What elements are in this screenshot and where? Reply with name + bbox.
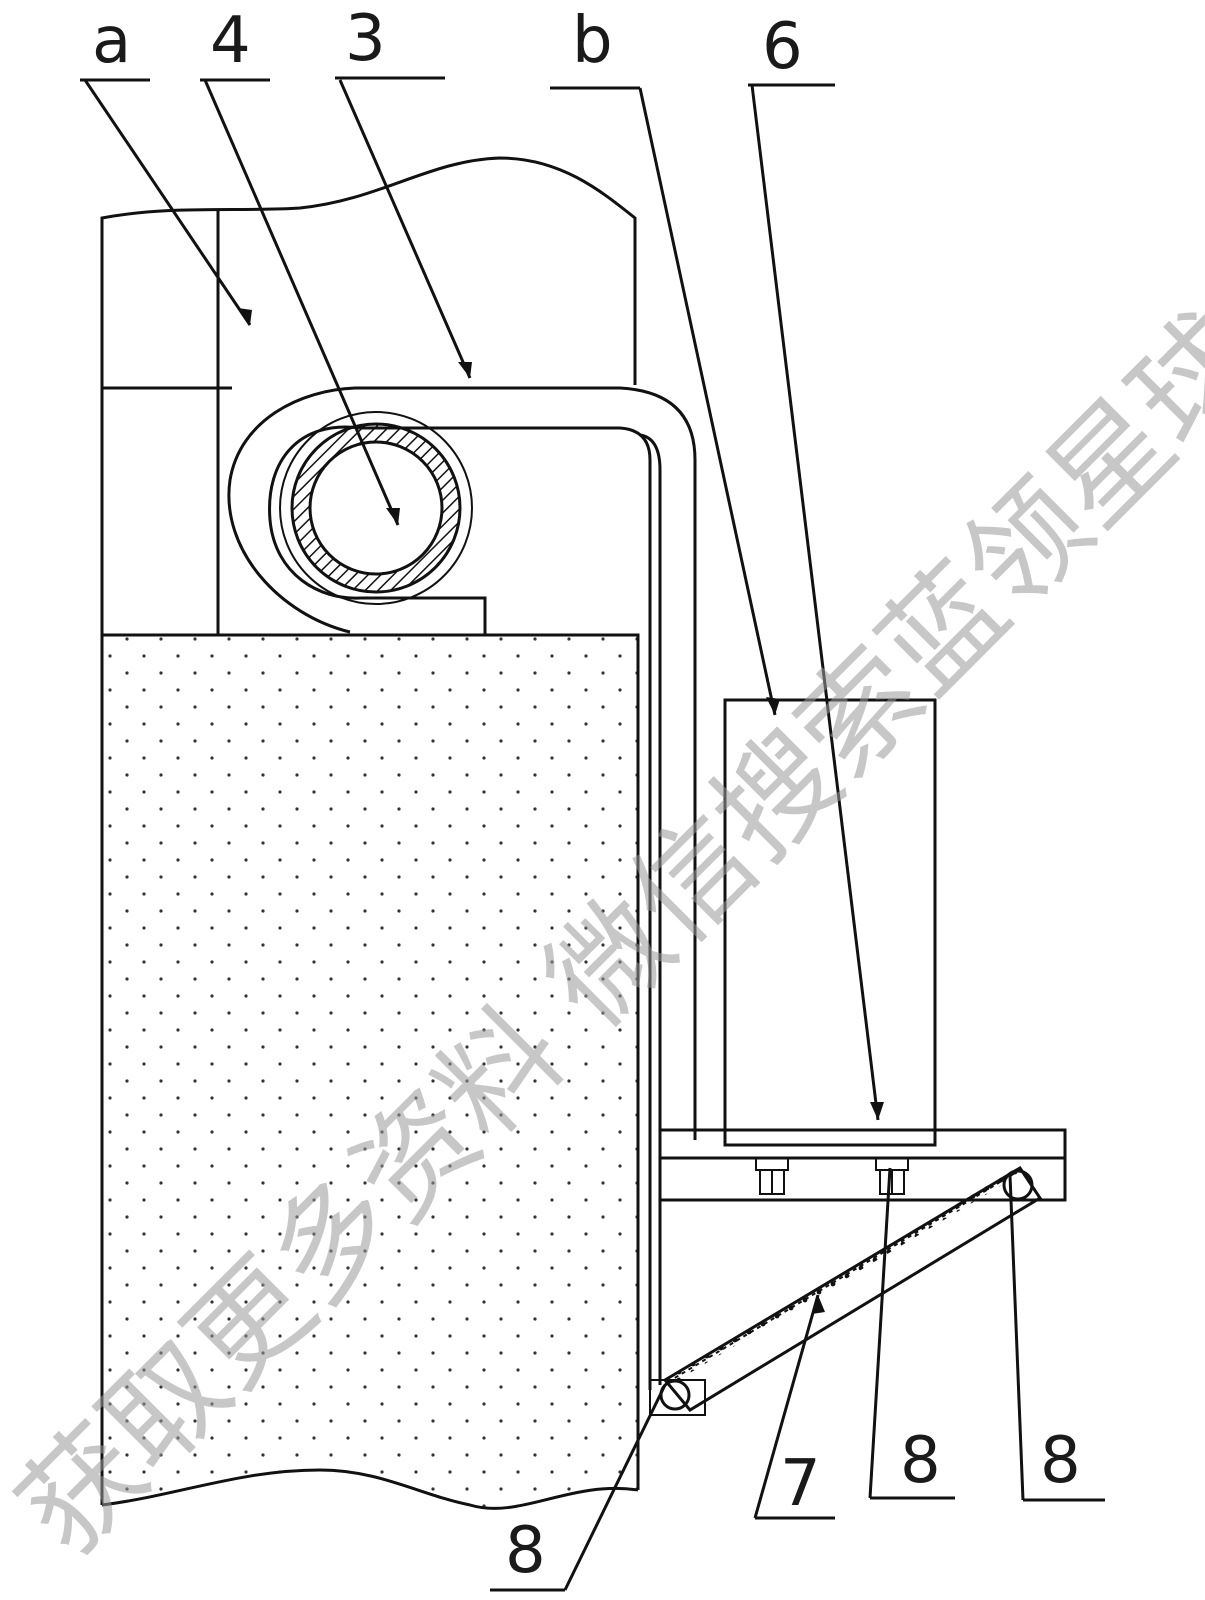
label-6: 6 (762, 10, 803, 84)
part-3-bracket (227, 386, 697, 1390)
label-b: b (572, 4, 613, 78)
part-6-block (723, 698, 937, 1147)
label-8-right: 8 (1040, 1424, 1081, 1498)
arrow-heads (238, 308, 884, 1314)
label-8-bottom: 8 (505, 1514, 546, 1588)
bolt-left (755, 1157, 789, 1195)
label-a: a (92, 4, 131, 78)
label-7: 7 (780, 1447, 821, 1521)
bolt-right (875, 1157, 909, 1195)
part-7-strut (649, 1165, 1043, 1416)
support-plate (658, 1128, 1067, 1202)
label-3: 3 (345, 2, 386, 76)
part-4-pipe (279, 411, 473, 605)
pin-right (1002, 1169, 1034, 1201)
label-8-middle: 8 (900, 1424, 941, 1498)
label-4: 4 (210, 4, 251, 78)
leader-lines (80, 76, 1105, 1592)
part-a-block (100, 156, 637, 1505)
dotted-body (101, 633, 640, 1510)
